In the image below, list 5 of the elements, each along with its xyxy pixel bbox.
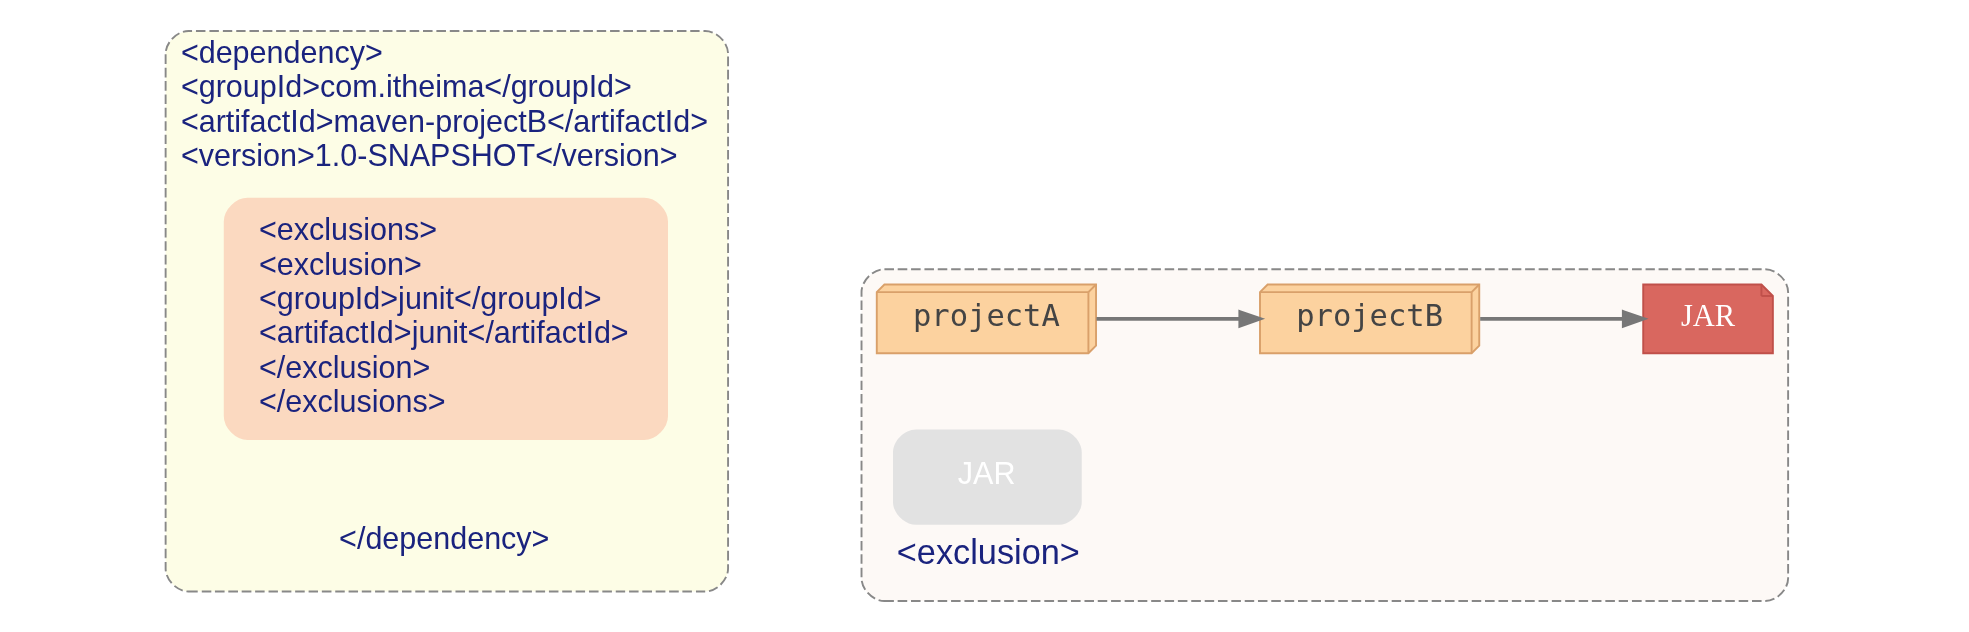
arrow: [1096, 309, 1266, 329]
node-label: <exclusion>: [896, 532, 1080, 571]
cluster: [860, 268, 1790, 602]
node-box: <exclusions> <exclusion> <groupId>junit</groupId> <artifactId>junit</artifactId> </exclusion> </exclusions>: [223, 197, 668, 440]
arrow: [1480, 309, 1649, 329]
